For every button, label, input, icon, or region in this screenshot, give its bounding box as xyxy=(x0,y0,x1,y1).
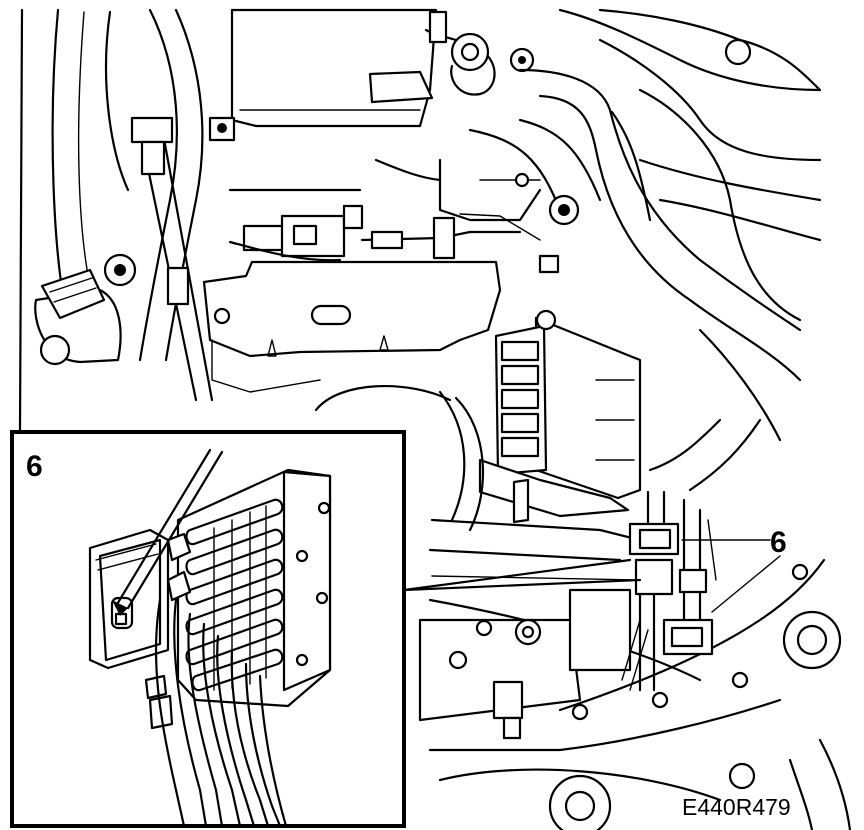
figure-code: E440R479 xyxy=(682,794,791,820)
pin-rows xyxy=(185,498,284,692)
wire-bundle xyxy=(154,598,288,828)
inset-connector xyxy=(88,448,332,828)
release-tool xyxy=(114,448,212,608)
engine-bay-drawing xyxy=(18,8,852,830)
inset-projection-bottom xyxy=(402,578,642,592)
connector-cluster xyxy=(621,490,717,692)
inset-label: 6 xyxy=(26,450,43,483)
fuse-row xyxy=(500,340,540,458)
inset-projection-top xyxy=(402,558,632,592)
callout-leader-lower xyxy=(711,555,781,613)
callout-label: 6 xyxy=(770,526,787,559)
inset-panel xyxy=(10,430,406,828)
